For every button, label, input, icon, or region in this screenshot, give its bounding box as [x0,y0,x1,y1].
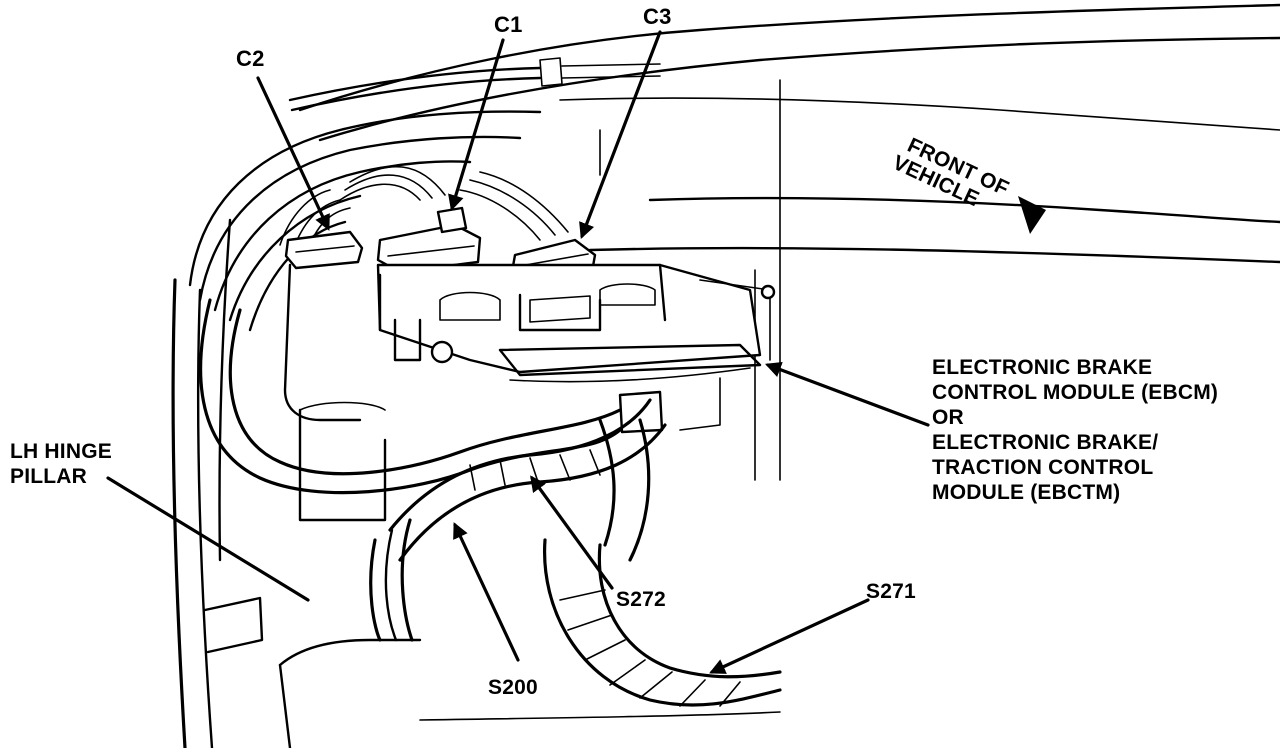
arrow-s272 [530,475,614,590]
arrow-c1 [448,38,505,212]
lh-hinge-line2: PILLAR [10,465,87,488]
label-c3: C3 [643,4,672,29]
vehicle-body-outline [171,3,1280,748]
connector-c1 [376,206,482,274]
arrow-s271 [709,598,870,674]
module-label-line2: CONTROL MODULE (EBCM) [932,381,1218,404]
arrow-ebcm [765,362,930,427]
ebcm-module [376,263,776,434]
front-of-vehicle-arrow [1018,196,1046,234]
module-label: ELECTRONIC BRAKE CONTROL MODULE (EBCM) O… [932,356,1218,504]
lh-hinge-line1: LH HINGE [10,440,112,463]
label-s271: S271 [866,580,916,603]
label-s200: S200 [488,676,538,699]
module-label-line3: OR [932,406,964,429]
module-label-line1: ELECTRONIC BRAKE [932,356,1152,379]
wiring-harness-main [199,298,782,707]
module-label-line5: TRACTION CONTROL [932,456,1153,479]
wiring-harness-upper [188,57,661,332]
label-c2: C2 [236,46,265,71]
arrow-lh-hinge [106,476,310,602]
module-label-line4: ELECTRONIC BRAKE/ [932,431,1158,454]
lh-hinge-pillar-label: LH HINGE PILLAR [10,440,112,488]
label-c1: C1 [494,12,523,37]
module-label-line6: MODULE (EBCTM) [932,481,1120,504]
arrow-c2 [256,76,330,231]
front-of-vehicle-label: FRONT OF VEHICLE [889,134,1012,211]
arrow-c3 [579,30,662,239]
connector-c2 [284,230,364,270]
label-s272: S272 [616,588,666,611]
leader-arrows [106,30,1046,674]
arrow-s200 [453,522,520,662]
